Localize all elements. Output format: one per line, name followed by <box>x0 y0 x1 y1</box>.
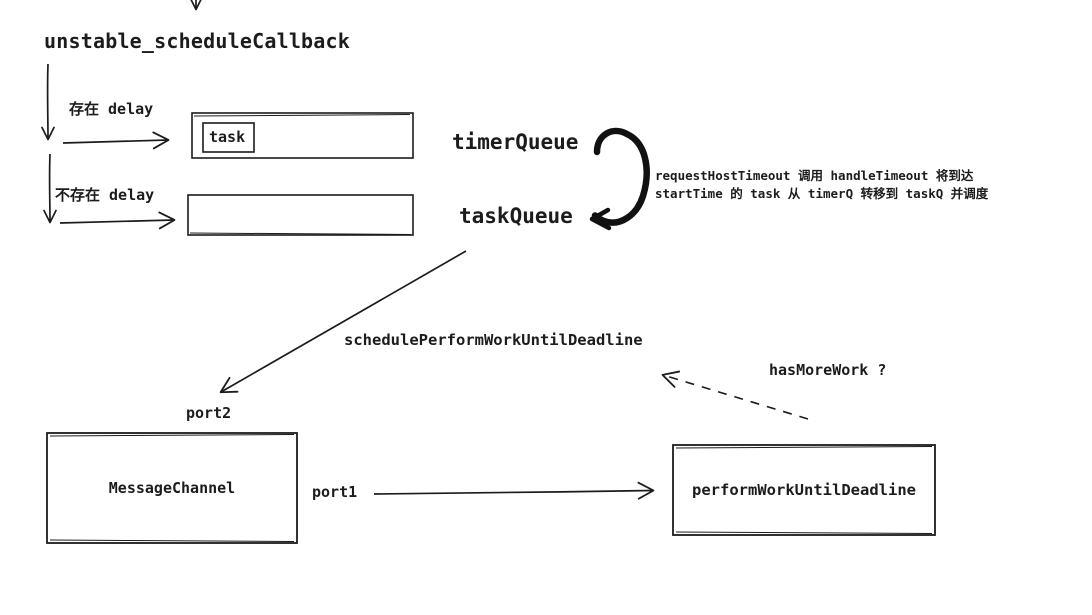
delay-exists-label: 存在 delay <box>69 100 154 118</box>
timer-queue-box <box>191 112 414 159</box>
task-item-box <box>202 122 255 153</box>
port1-arrow <box>373 481 655 500</box>
message-channel-box-overdraw <box>49 434 295 437</box>
timeout-annotation-line1: requestHostTimeout 调用 handleTimeout 将到达 <box>655 168 974 183</box>
delay-missing-arrow <box>59 211 176 230</box>
timer-to-task-curved-arrow <box>591 127 650 226</box>
timer-to-task-arrowhead <box>589 207 612 231</box>
delay-missing-label: 不存在 delay <box>55 186 155 204</box>
perform-work-box-overdraw2 <box>675 531 933 534</box>
perform-work-node: performWorkUntilDeadline <box>692 481 916 499</box>
diagram-title: unstable_scheduleCallback <box>44 29 351 53</box>
port2-label: port2 <box>186 404 232 422</box>
timer-queue-label: timerQueue <box>452 130 579 154</box>
schedule-perform-work-label: schedulePerformWorkUntilDeadline <box>344 331 643 349</box>
delay-exists-arrow <box>62 131 170 150</box>
timer-queue-box-overdraw <box>193 114 411 117</box>
has-more-work-dashed-arrow <box>661 370 809 420</box>
has-more-work-label: hasMoreWork ? <box>769 361 887 379</box>
message-channel-node: MessageChannel <box>108 479 236 497</box>
perform-work-box <box>672 444 936 536</box>
perform-work-box-overdraw <box>675 446 933 449</box>
schedule-perform-work-arrow <box>219 250 467 394</box>
message-channel-box <box>46 432 298 544</box>
message-channel-box-overdraw2 <box>49 539 295 542</box>
task-queue-box-overdraw <box>189 232 412 235</box>
port1-label: port1 <box>312 483 358 501</box>
task-queue-box <box>187 194 414 236</box>
timeout-annotation: requestHostTimeout 调用 handleTimeout 将到达 … <box>655 167 988 203</box>
timeout-annotation-line2: startTime 的 task 从 timerQ 转移到 taskQ 并调度 <box>655 186 989 202</box>
task-item-label: task <box>209 128 246 146</box>
task-queue-label: taskQueue <box>459 204 573 228</box>
